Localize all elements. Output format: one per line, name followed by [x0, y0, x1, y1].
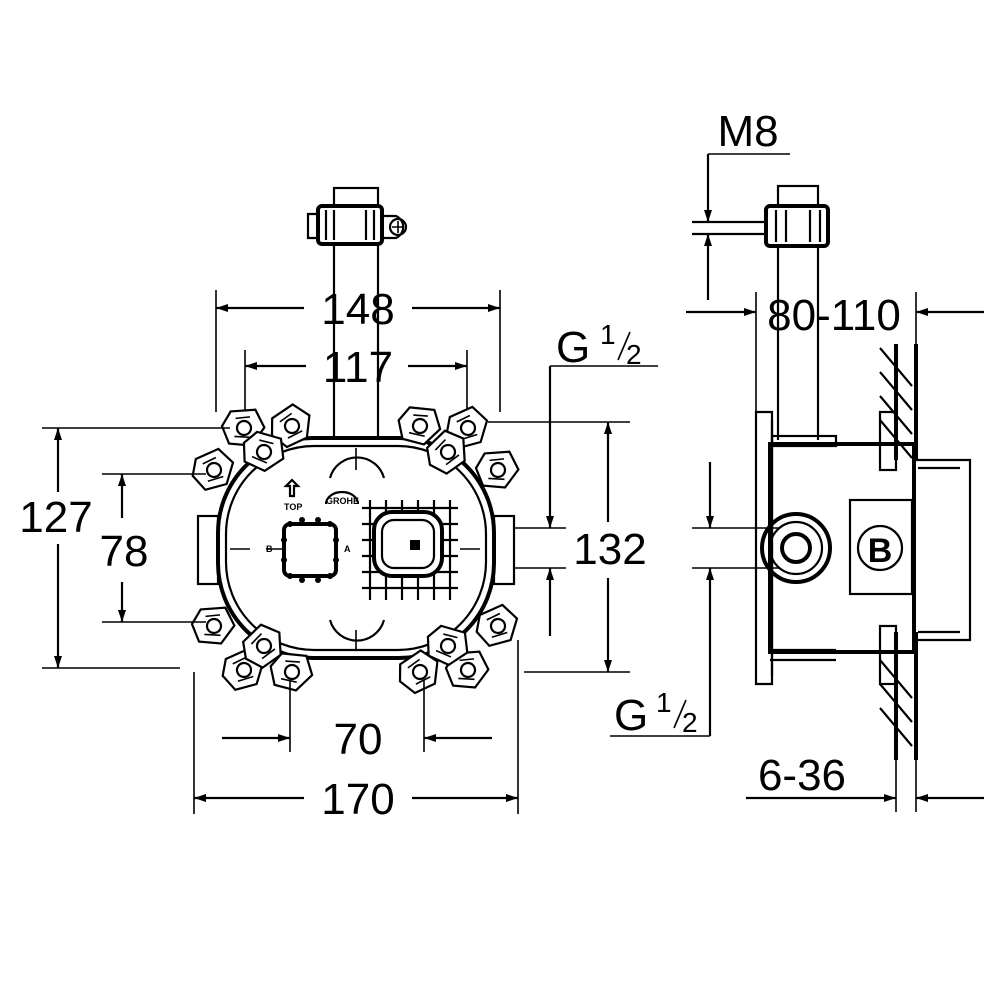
front-top-connector [306, 186, 408, 436]
dim-80-110: 80-110 [686, 291, 984, 412]
thread-side-label: G [614, 691, 648, 740]
label-b: B [266, 544, 273, 554]
dim-132-label: 132 [573, 525, 646, 574]
dim-148-label: 148 [321, 285, 394, 334]
dim-127-label: 127 [19, 493, 92, 542]
label-top: TOP [284, 502, 302, 512]
thread-side-num: 1 [656, 687, 672, 718]
side-body: B [754, 410, 972, 686]
front-housing [196, 436, 516, 660]
dim-m8-label: M8 [717, 107, 778, 156]
side-view: B M8 80-110 [610, 107, 984, 812]
front-cartridge [281, 517, 339, 583]
dim-78: 78 [100, 474, 149, 622]
side-port-label: B [868, 532, 893, 570]
dim-148: 148 [216, 285, 500, 334]
thread-front-label: G [556, 323, 590, 372]
logo-text: GROHE [326, 496, 359, 506]
dim-78-label: 78 [100, 527, 149, 576]
dim-thread-side: G 1 2 [610, 462, 780, 740]
brand-logo-icon: GROHE [324, 490, 360, 506]
thread-front-den: 2 [626, 339, 642, 370]
dim-127: 127 [19, 428, 93, 668]
dim-117-label: 117 [323, 343, 393, 392]
dim-117: 117 [245, 343, 467, 392]
thread-side-den: 2 [682, 707, 698, 738]
side-wall [879, 344, 918, 812]
label-a: A [344, 544, 351, 554]
dim-6-36-label: 6-36 [758, 751, 846, 800]
dim-170: 170 [194, 775, 518, 824]
front-top-arrow-icon [283, 478, 301, 498]
thread-front-num: 1 [600, 319, 616, 350]
dim-80-110-label: 80-110 [767, 291, 901, 340]
dim-70-label: 70 [334, 715, 383, 764]
front-mounting-lugs [187, 398, 523, 698]
dim-170-label: 170 [321, 775, 394, 824]
dim-thread-front: G 1 2 [514, 319, 658, 636]
front-view: TOP B A GROHE 148 [19, 186, 658, 824]
front-grid [362, 500, 458, 600]
dim-70: 70 [222, 715, 492, 764]
dim-6-36: 6-36 [746, 751, 984, 802]
dim-m8: M8 [704, 107, 790, 300]
dim-132: 132 [573, 422, 647, 672]
